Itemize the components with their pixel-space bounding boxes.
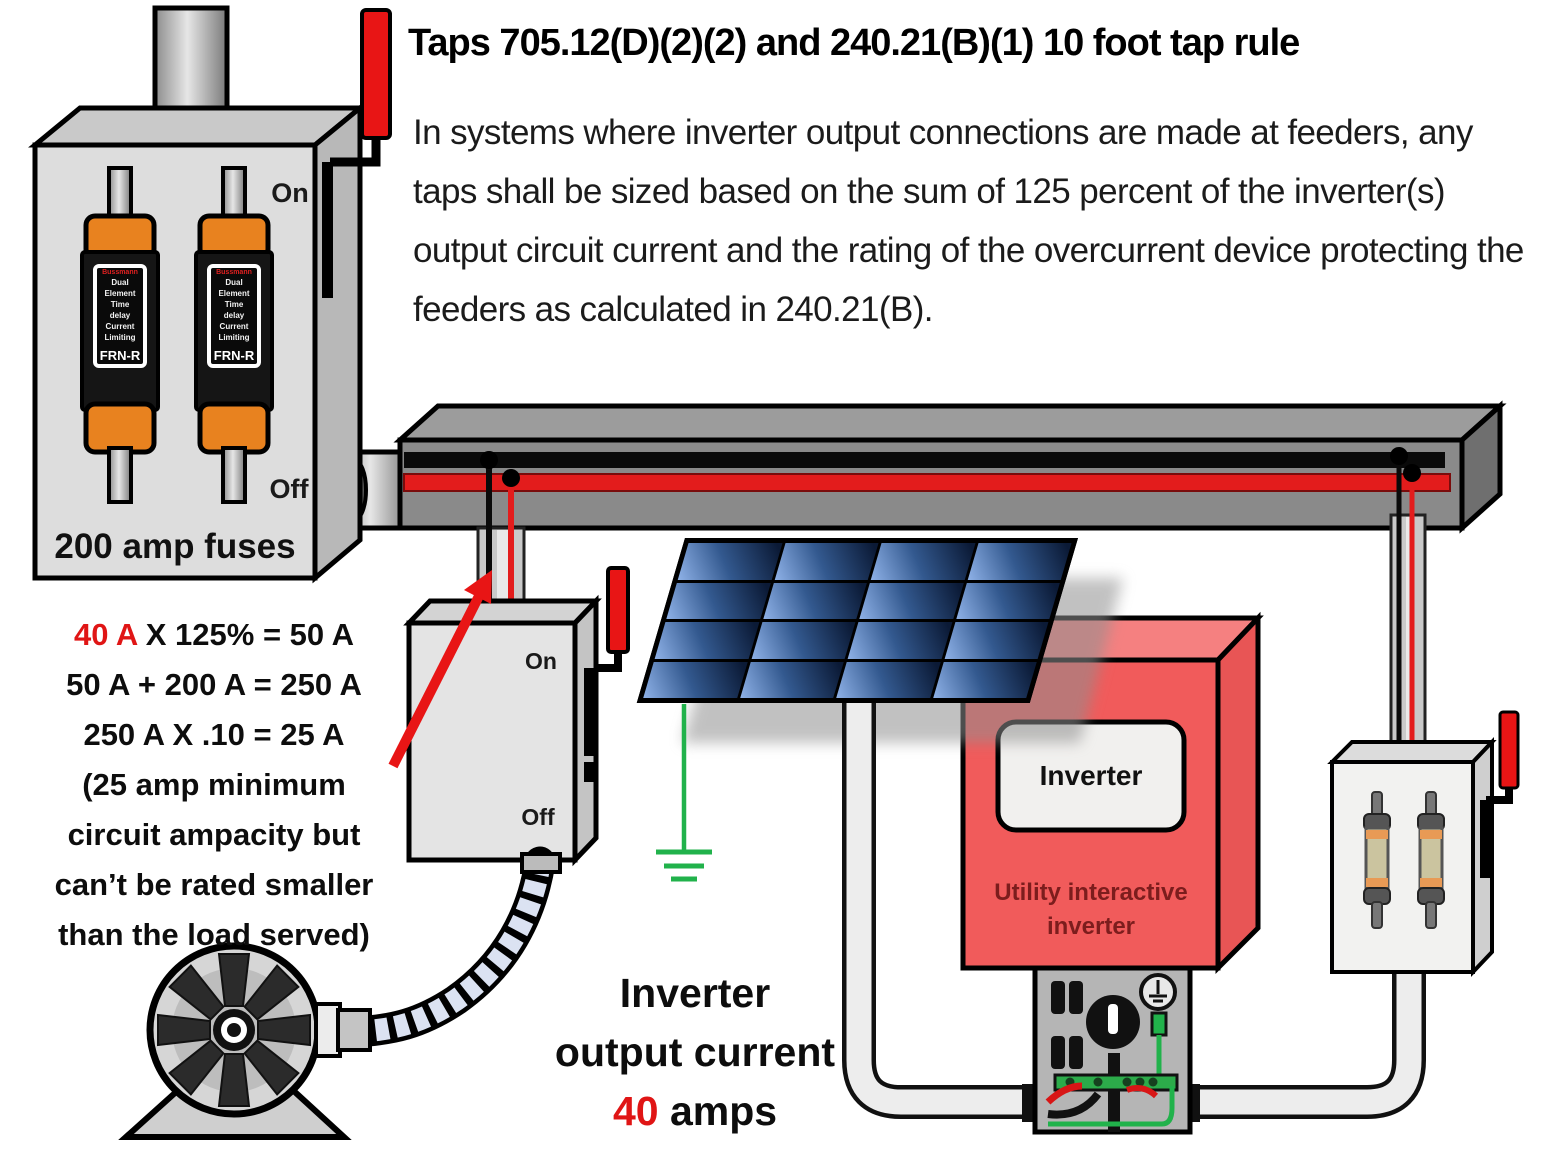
- fuse-model: FRN-R: [99, 348, 141, 363]
- motor-load: [118, 942, 352, 1140]
- calc-line: can’t be rated smaller: [54, 867, 374, 902]
- ground-symbol: [656, 704, 712, 882]
- red-wire: [1125, 1085, 1159, 1099]
- fuse-model: FRN-R: [213, 348, 255, 363]
- busbar-red-wire: [403, 473, 1451, 492]
- fan-blades: [157, 953, 311, 1107]
- terminal-bar: [1053, 1073, 1179, 1092]
- page-title: Taps 705.12(D)(2)(2) and 240.21(B)(1) 10…: [408, 22, 1300, 64]
- inverter-nameplate-label: Inverter: [1039, 760, 1143, 791]
- cartridge-fuse: [80, 166, 160, 504]
- small-fuse: [1363, 791, 1391, 929]
- cartridge-fuse: [194, 166, 274, 504]
- junction-dot: [480, 451, 498, 469]
- dc-conduit: [842, 700, 1036, 1119]
- busbar-black-wire: [404, 452, 1445, 468]
- black-wire: [1047, 1091, 1102, 1119]
- ac-fuse-box: [1327, 710, 1520, 978]
- junction-dot: [1390, 447, 1408, 465]
- flexible-conduit: [314, 846, 562, 1058]
- inverter-nameplate: [995, 719, 1187, 833]
- inverter-current-value: 40 A: [73, 617, 138, 652]
- inverter-junction-box: [1032, 965, 1193, 1135]
- ac-conduit: [1190, 964, 1426, 1119]
- calc-line: circuit ampacity but: [67, 817, 361, 852]
- main-disconnect-on-label: On: [271, 178, 309, 208]
- red-wire: [1045, 1082, 1083, 1105]
- fuse-brand: Bussmann: [102, 269, 138, 276]
- calc-line: (25 amp minimum: [82, 767, 346, 802]
- tap-disconnect-off-label: Off: [521, 804, 555, 830]
- main-disconnect-box: [28, 8, 392, 584]
- rule-description: In systems where inverter output connect…: [413, 113, 1524, 329]
- feeder-busbar: [393, 400, 1507, 534]
- calc-line: 50 A + 200 A = 250 A: [66, 667, 362, 702]
- fuse-brand: Bussmann: [216, 269, 252, 276]
- calc-line: 250 A X .10 = 25 A: [83, 717, 345, 752]
- fuse-label: Bussmann Dual Element Time delay Current…: [209, 268, 259, 363]
- main-disconnect-caption: 200 amp fuses: [54, 527, 296, 566]
- inverter-output-note: Inverter output current 40 amps: [554, 970, 836, 1134]
- inverter-type-label: Utility interactive inverter: [994, 879, 1188, 940]
- tap-disconnect-on-label: On: [525, 648, 557, 674]
- junction-dot: [1403, 464, 1421, 482]
- junction-dot: [502, 469, 520, 487]
- tap-callout-arrow: [388, 570, 492, 769]
- calc-line: 40 A X 125% = 50 A: [73, 617, 355, 652]
- output-amps-value: 40: [612, 1088, 659, 1134]
- fuse-label: Bussmann Dual Element Time delay Current…: [95, 268, 145, 363]
- tap-calculation: 40 A X 125% = 50 A 50 A + 200 A = 250 A …: [12, 610, 416, 960]
- calc-line: than the load served): [58, 917, 370, 952]
- green-wire: [1048, 1086, 1175, 1127]
- small-fuse: [1417, 791, 1445, 929]
- main-disconnect-off-label: Off: [269, 474, 309, 504]
